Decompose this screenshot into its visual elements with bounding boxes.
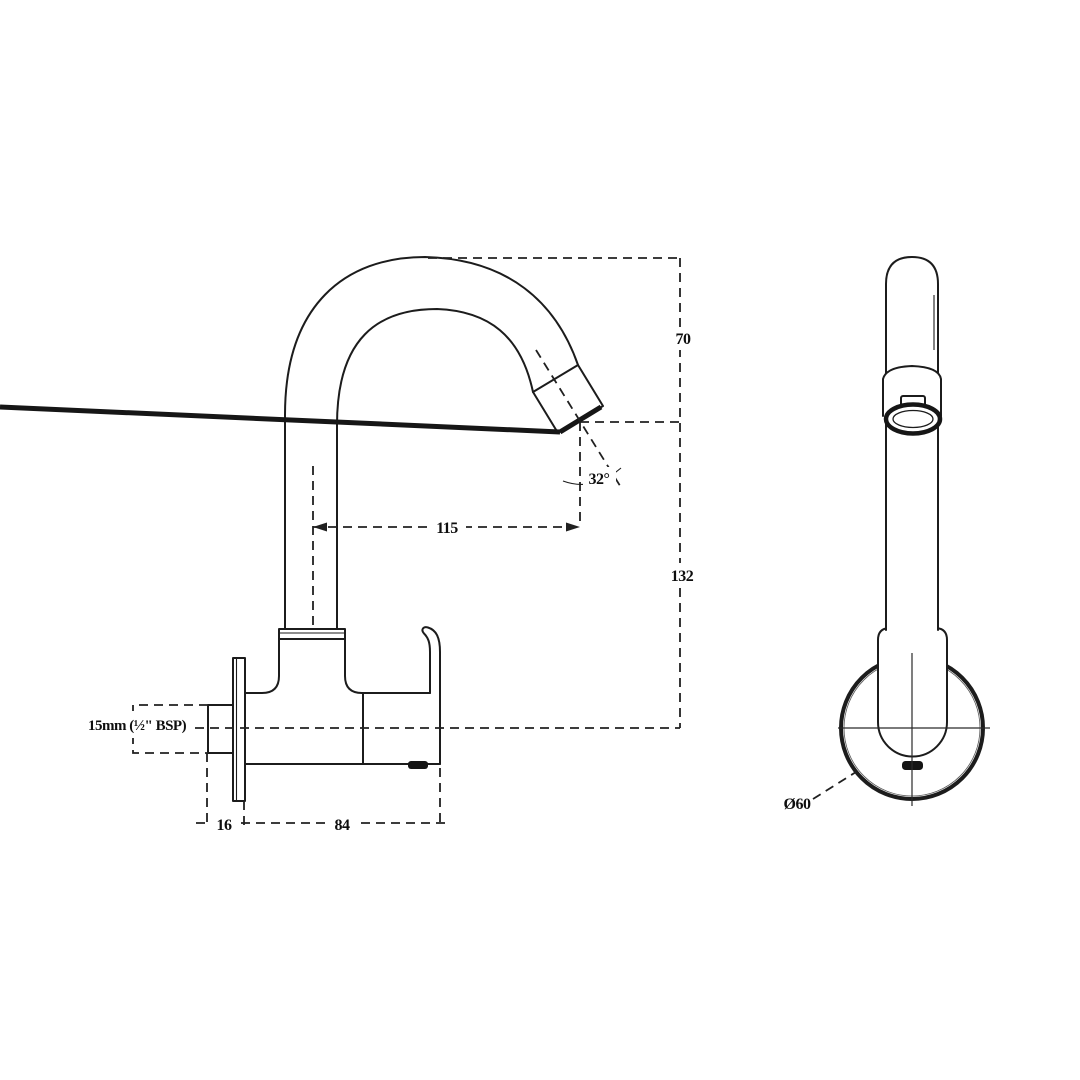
- dim-label-32deg: 32°: [589, 471, 610, 488]
- wall-flange: [232, 657, 246, 802]
- front-view: Ø60: [784, 256, 990, 813]
- outlet-rim-inner: [892, 409, 934, 429]
- nozzle-outlet-face: [0, 404, 561, 435]
- dim-label-115: 115: [436, 520, 458, 537]
- label-mask: [666, 563, 699, 587]
- front-collar-outline: [882, 365, 942, 417]
- spout-inner-curve: [336, 308, 534, 630]
- nozzle-body: [532, 364, 604, 434]
- outlet-rim: [883, 402, 943, 436]
- label-mask: [428, 516, 466, 537]
- body-bottom-tab: [408, 761, 428, 769]
- dim-115-arrow-right: [566, 522, 580, 532]
- front-tube-outline: [885, 256, 939, 631]
- body-neck-left: [244, 638, 280, 694]
- dim-label-70: 70: [676, 331, 692, 348]
- dim-label-diameter: Ø60: [784, 796, 811, 813]
- front-collar-fill: [883, 366, 941, 416]
- nozzle-axis-line: [535, 349, 623, 490]
- spout-outer-curve: [284, 256, 579, 630]
- label-mask: [583, 467, 616, 488]
- inlet-stub: [207, 704, 234, 754]
- dim-label-16: 16: [217, 817, 233, 834]
- dim-label-84: 84: [335, 817, 351, 834]
- nozzle-outlet-face: [558, 404, 603, 435]
- dim-label-132: 132: [671, 568, 694, 585]
- diameter-leader-line: [812, 771, 857, 800]
- label-mask: [670, 327, 697, 350]
- side-view: 70 132 115 32° 16 84 15mm (½" BSP): [0, 256, 699, 834]
- dim-115-arrow-left: [313, 522, 327, 532]
- label-mask: [211, 814, 238, 834]
- front-tube-fill: [886, 257, 938, 630]
- spout-base-collar: [278, 628, 346, 640]
- handle-lever: [421, 626, 441, 765]
- label-mask: [85, 711, 188, 738]
- dim-label-inlet: 15mm (½" BSP): [88, 718, 187, 734]
- body-neck-right: [344, 638, 431, 694]
- label-mask: [329, 814, 356, 834]
